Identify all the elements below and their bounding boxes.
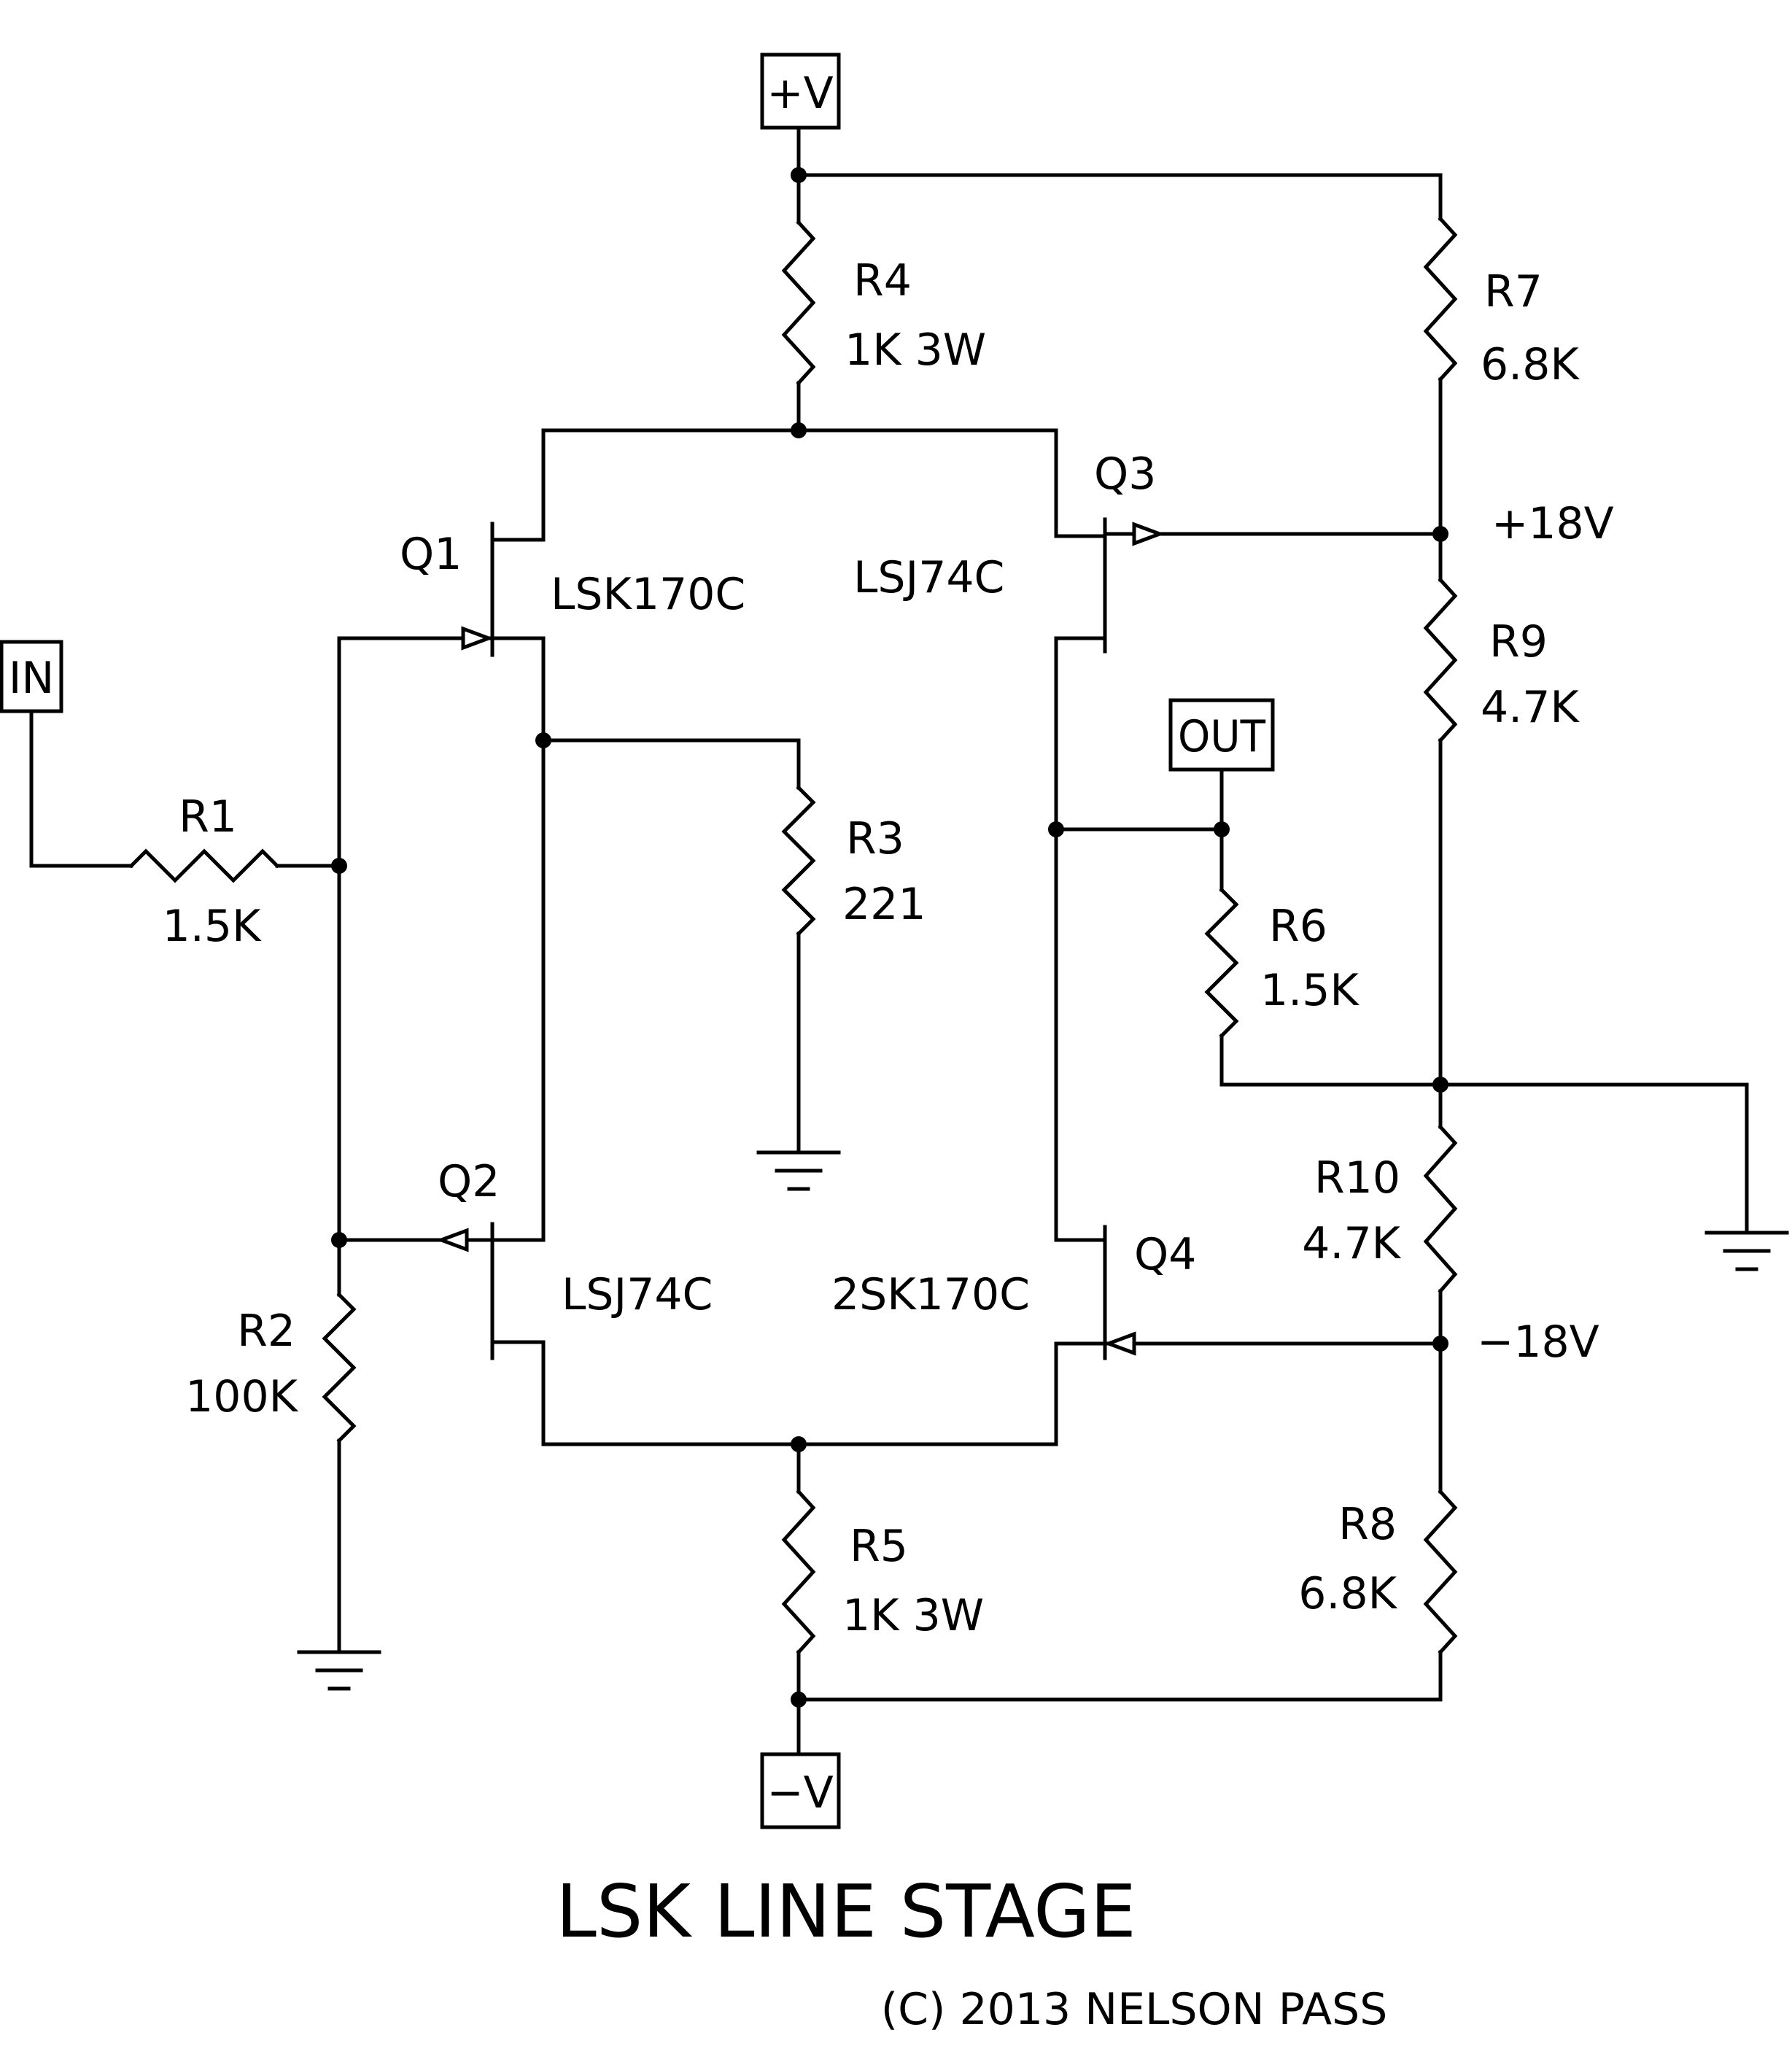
q3-name: Q3 [1094, 449, 1156, 500]
r2-resistor-symbol [322, 1292, 357, 1444]
resistors [128, 216, 1458, 1655]
q4-name: Q4 [1134, 1229, 1196, 1280]
in-port-box [0, 640, 63, 713]
r2-value: 100K [185, 1371, 299, 1422]
r10-resistor-symbol [1423, 1124, 1458, 1294]
wire-r6-bottom [1219, 1034, 1443, 1087]
junction-dot [1432, 1077, 1448, 1093]
r7-resistor-symbol [1423, 216, 1458, 382]
vminus-port-label: −V [767, 1767, 833, 1818]
junction-dot [331, 1232, 347, 1248]
junction-dot [791, 167, 807, 183]
junction-dot [791, 1692, 807, 1708]
r5-value: 1K 3W [842, 1590, 984, 1641]
wire-top-drain-bus [541, 428, 1058, 542]
r5-resistor-symbol [781, 1489, 816, 1655]
r3-name: R3 [846, 813, 904, 864]
ports: +V −V IN OUT [0, 53, 1275, 1829]
r6-resistor-symbol [1204, 887, 1239, 1039]
out-port-box [1168, 698, 1275, 772]
ground-r2-icon [297, 1650, 381, 1691]
copyright-notice: (C) 2013 NELSON PASS [881, 1984, 1388, 2035]
q2-part: LSJ74C [562, 1269, 713, 1320]
junction-dot [791, 422, 807, 438]
junction-dot [791, 1436, 807, 1452]
r9-resistor-symbol [1423, 577, 1458, 743]
r8-name: R8 [1338, 1499, 1397, 1550]
q3-part: LSJ74C [853, 552, 1004, 603]
wire-q3-source [1054, 636, 1107, 1242]
junction-dot [1048, 821, 1064, 837]
r3-resistor-symbol [781, 785, 816, 937]
r4-name: R4 [853, 255, 912, 306]
q1-gate-arrow-icon [461, 626, 494, 651]
r6-value: 1.5K [1260, 965, 1359, 1016]
r4-value: 1K 3W [845, 325, 986, 376]
r9-value: 4.7K [1481, 682, 1580, 733]
junction-dot [331, 858, 347, 874]
transistors [435, 517, 1165, 1360]
q1-name: Q1 [400, 529, 462, 580]
out-port-label: OUT [1178, 711, 1265, 762]
r10-name: R10 [1314, 1152, 1400, 1204]
wire-ground-tie [1438, 1082, 1749, 1235]
r8-value: 6.8K [1298, 1568, 1397, 1619]
component-labels: R4 1K 3W R7 6.8K +18V R9 4.7K Q1 LSK170C… [163, 255, 1614, 1641]
r6-name: R6 [1269, 901, 1327, 952]
wire-q2-drain [490, 1340, 546, 1446]
schematic-title: LSK LINE STAGE [556, 1869, 1136, 1954]
ground-right-icon [1704, 1231, 1789, 1271]
neg18-rail-label: −18V [1477, 1317, 1599, 1368]
q4-gate-arrow-icon [1103, 1331, 1136, 1356]
grounds [297, 1150, 1789, 1691]
junction-dot [1214, 821, 1230, 837]
r9-name: R9 [1489, 616, 1548, 667]
r1-value: 1.5K [163, 901, 262, 952]
r7-value: 6.8K [1481, 339, 1580, 390]
r1-name: R1 [179, 791, 237, 842]
q2-name: Q2 [438, 1156, 500, 1207]
wire-r3 [541, 738, 801, 790]
r1-resistor-symbol [128, 848, 280, 883]
r10-value: 4.7K [1302, 1218, 1401, 1269]
wire-vplus-rail [796, 125, 1443, 221]
r5-name: R5 [850, 1521, 908, 1572]
r4-resistor-symbol [781, 220, 816, 386]
wire-bottom-drain-bus [541, 1341, 1058, 1446]
junction-dot [535, 732, 551, 748]
in-port-label: IN [9, 653, 55, 704]
wires [29, 125, 1749, 1756]
wire-q1-source [490, 636, 546, 1242]
vplus-port-box [760, 53, 841, 130]
vplus-port-label: +V [767, 68, 833, 119]
junction-dot [1432, 526, 1448, 542]
junctions [331, 167, 1448, 1708]
vminus-port-box [760, 1752, 841, 1829]
r3-value: 221 [842, 879, 926, 930]
r2-name: R2 [237, 1306, 295, 1357]
r7-name: R7 [1484, 266, 1543, 317]
junction-dot [1432, 1336, 1448, 1352]
r8-resistor-symbol [1423, 1489, 1458, 1655]
q2-gate-arrow-icon [435, 1228, 469, 1252]
wire-vminus-bus [796, 1650, 1443, 1702]
ground-r3-icon [756, 1150, 841, 1191]
q1-part: LSK170C [551, 569, 745, 620]
wire-input [29, 709, 133, 868]
q3-gate-arrow-icon [1132, 522, 1165, 546]
pos18-rail-label: +18V [1492, 498, 1614, 549]
q4-part: 2SK170C [831, 1269, 1030, 1320]
